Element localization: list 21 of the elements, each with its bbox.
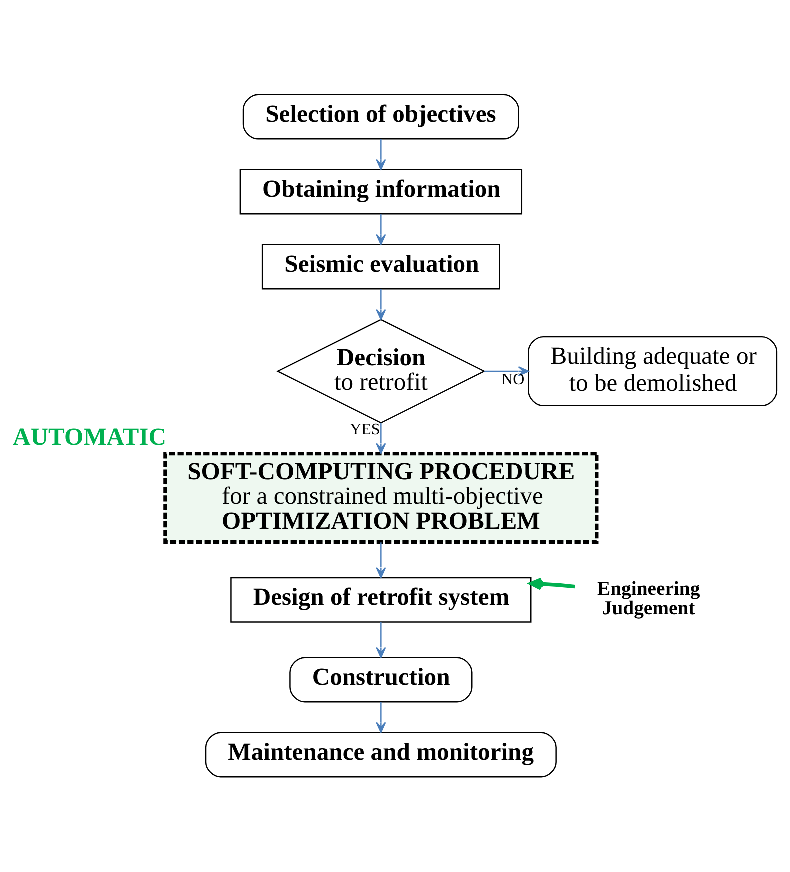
arrow [376, 542, 386, 578]
arrow [376, 214, 386, 246]
edge-label: YES [350, 421, 380, 438]
node-diamond: Decision to retrofit [276, 319, 486, 424]
node-label: AUTOMATIC [13, 424, 166, 452]
node-box: Selection of objectives [242, 94, 520, 140]
node-text: Engineering Judgement [598, 578, 700, 620]
arrow [376, 622, 386, 658]
node-box: Design of retrofit system [230, 577, 532, 623]
arrow [376, 702, 386, 734]
arrow [376, 289, 386, 320]
node-box: Maintenance and monitoring [205, 732, 557, 778]
arrow [376, 423, 386, 454]
arrow [376, 139, 386, 170]
arrow [530, 578, 576, 590]
node-box: Construction [290, 657, 473, 703]
node-box: SOFT-COMPUTING PROCEDURE for a constrained multi-objective OPTIMIZATION PROBLEM [164, 452, 599, 544]
node-box: Building adequate or to be demolished [528, 336, 778, 406]
node-box: Obtaining information [240, 169, 523, 215]
node-box: Seismic evaluation [262, 244, 500, 290]
edge-label: NO [502, 371, 525, 388]
